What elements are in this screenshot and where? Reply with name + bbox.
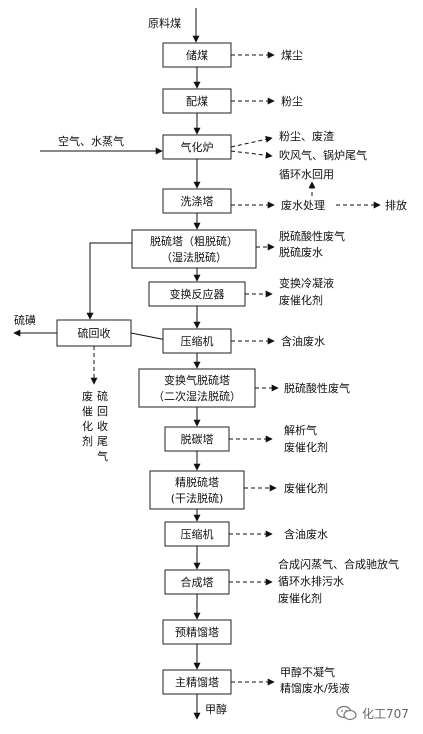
synthesis-emission-1: 合成闪蒸气、合成驰放气: [278, 557, 399, 571]
synthesis-emission-3: 废催化剂: [278, 591, 322, 605]
synthesis-label: 合成塔: [181, 575, 214, 589]
sulfur-tail-left-label: 废催化剂: [82, 389, 93, 448]
desulf1-label-1: 脱硫塔（粗脱硫）: [150, 234, 238, 248]
gasifier-emission-1: 粉尘、废渣: [279, 129, 334, 143]
compressor2-box: [164, 521, 230, 547]
discharge-label: 排放: [385, 198, 407, 212]
wechat-icon: [336, 705, 357, 721]
sulfur-recovery-label: 硫回收: [78, 326, 111, 340]
maindistill-box: [162, 669, 232, 695]
shift-label: 变换反应器: [170, 287, 225, 301]
desulf2-emission: 脱硫酸性废气: [284, 381, 350, 395]
air-steam-label: 空气、水蒸气: [58, 134, 124, 148]
compressor1-emission: 含油废水: [281, 334, 325, 348]
blending-label: 配煤: [186, 95, 208, 108]
predistill-label: 预精馏塔: [175, 625, 219, 639]
blending-box: [162, 88, 232, 114]
compressor1-box: [162, 328, 232, 354]
maindistill-emission-1: 甲醇不凝气: [280, 665, 335, 679]
storage-emission: 煤尘: [281, 49, 303, 62]
finedesulf-emission: 废催化剂: [284, 481, 328, 495]
maindistill-emission-2: 精馏废水/残液: [280, 681, 350, 695]
sulfur-tail-right-label: 硫回收尾气: [97, 389, 108, 463]
shift-emission-1: 变换冷凝液: [279, 276, 334, 290]
synthesis-emission-2: 循环水排污水: [278, 574, 344, 588]
decarb-emission-1: 解析气: [284, 423, 317, 437]
blending-emission: 粉尘: [281, 95, 303, 108]
desulf1-label-2: （湿法脱硫）: [161, 250, 227, 264]
storage-label: 储煤: [186, 48, 208, 62]
product-label: 甲醇: [205, 702, 227, 716]
desulf1-emission-1: 脱硫酸性废气: [279, 229, 345, 243]
compressor1-label: 压缩机: [181, 334, 214, 348]
watermark: 化工707: [336, 702, 409, 724]
raw-coal-label: 原料煤: [148, 16, 181, 30]
gasifier-emission-2: 吹风气、锅炉尾气: [279, 148, 367, 162]
decarb-label: 脱碳塔: [181, 432, 214, 446]
decarb-emission-2: 废催化剂: [284, 440, 328, 454]
scrubber-label: 洗涤塔: [181, 194, 214, 208]
desulf2-label-2: （二次湿法脱硫）: [153, 389, 241, 403]
desulf2-label-1: 变换气脱硫塔: [164, 373, 230, 387]
desulf1-box: [131, 229, 257, 269]
maindistill-label: 主精馏塔: [175, 675, 219, 689]
watermark-text: 化工707: [362, 706, 409, 721]
gasifier-label: 气化炉: [181, 140, 214, 154]
decarb-box: [164, 426, 230, 452]
sulfur-branch-line: [86, 242, 132, 320]
sulfur-product-label: 硫磺: [14, 313, 36, 327]
finedesulf-label-2: (干法脱硫): [171, 491, 224, 505]
gasifier-emission-arrow-1: [230, 135, 273, 148]
synthesis-box: [164, 569, 230, 595]
finedesulf-label-1: 精脱硫塔: [175, 475, 219, 489]
scrubber-emission: 废水处理: [281, 198, 325, 212]
shift-emission-2: 废催化剂: [279, 293, 323, 307]
compressor2-emission: 含油废水: [284, 527, 328, 541]
finedesulf-box: [149, 470, 245, 510]
gasifier-emission-arrow-2: [230, 150, 273, 159]
compressor2-label: 压缩机: [181, 527, 214, 541]
gasifier-recycle-label: 循环水回用: [279, 168, 334, 181]
desulf2-box: [138, 368, 256, 408]
desulf1-emission-2: 脱硫废水: [279, 245, 323, 259]
